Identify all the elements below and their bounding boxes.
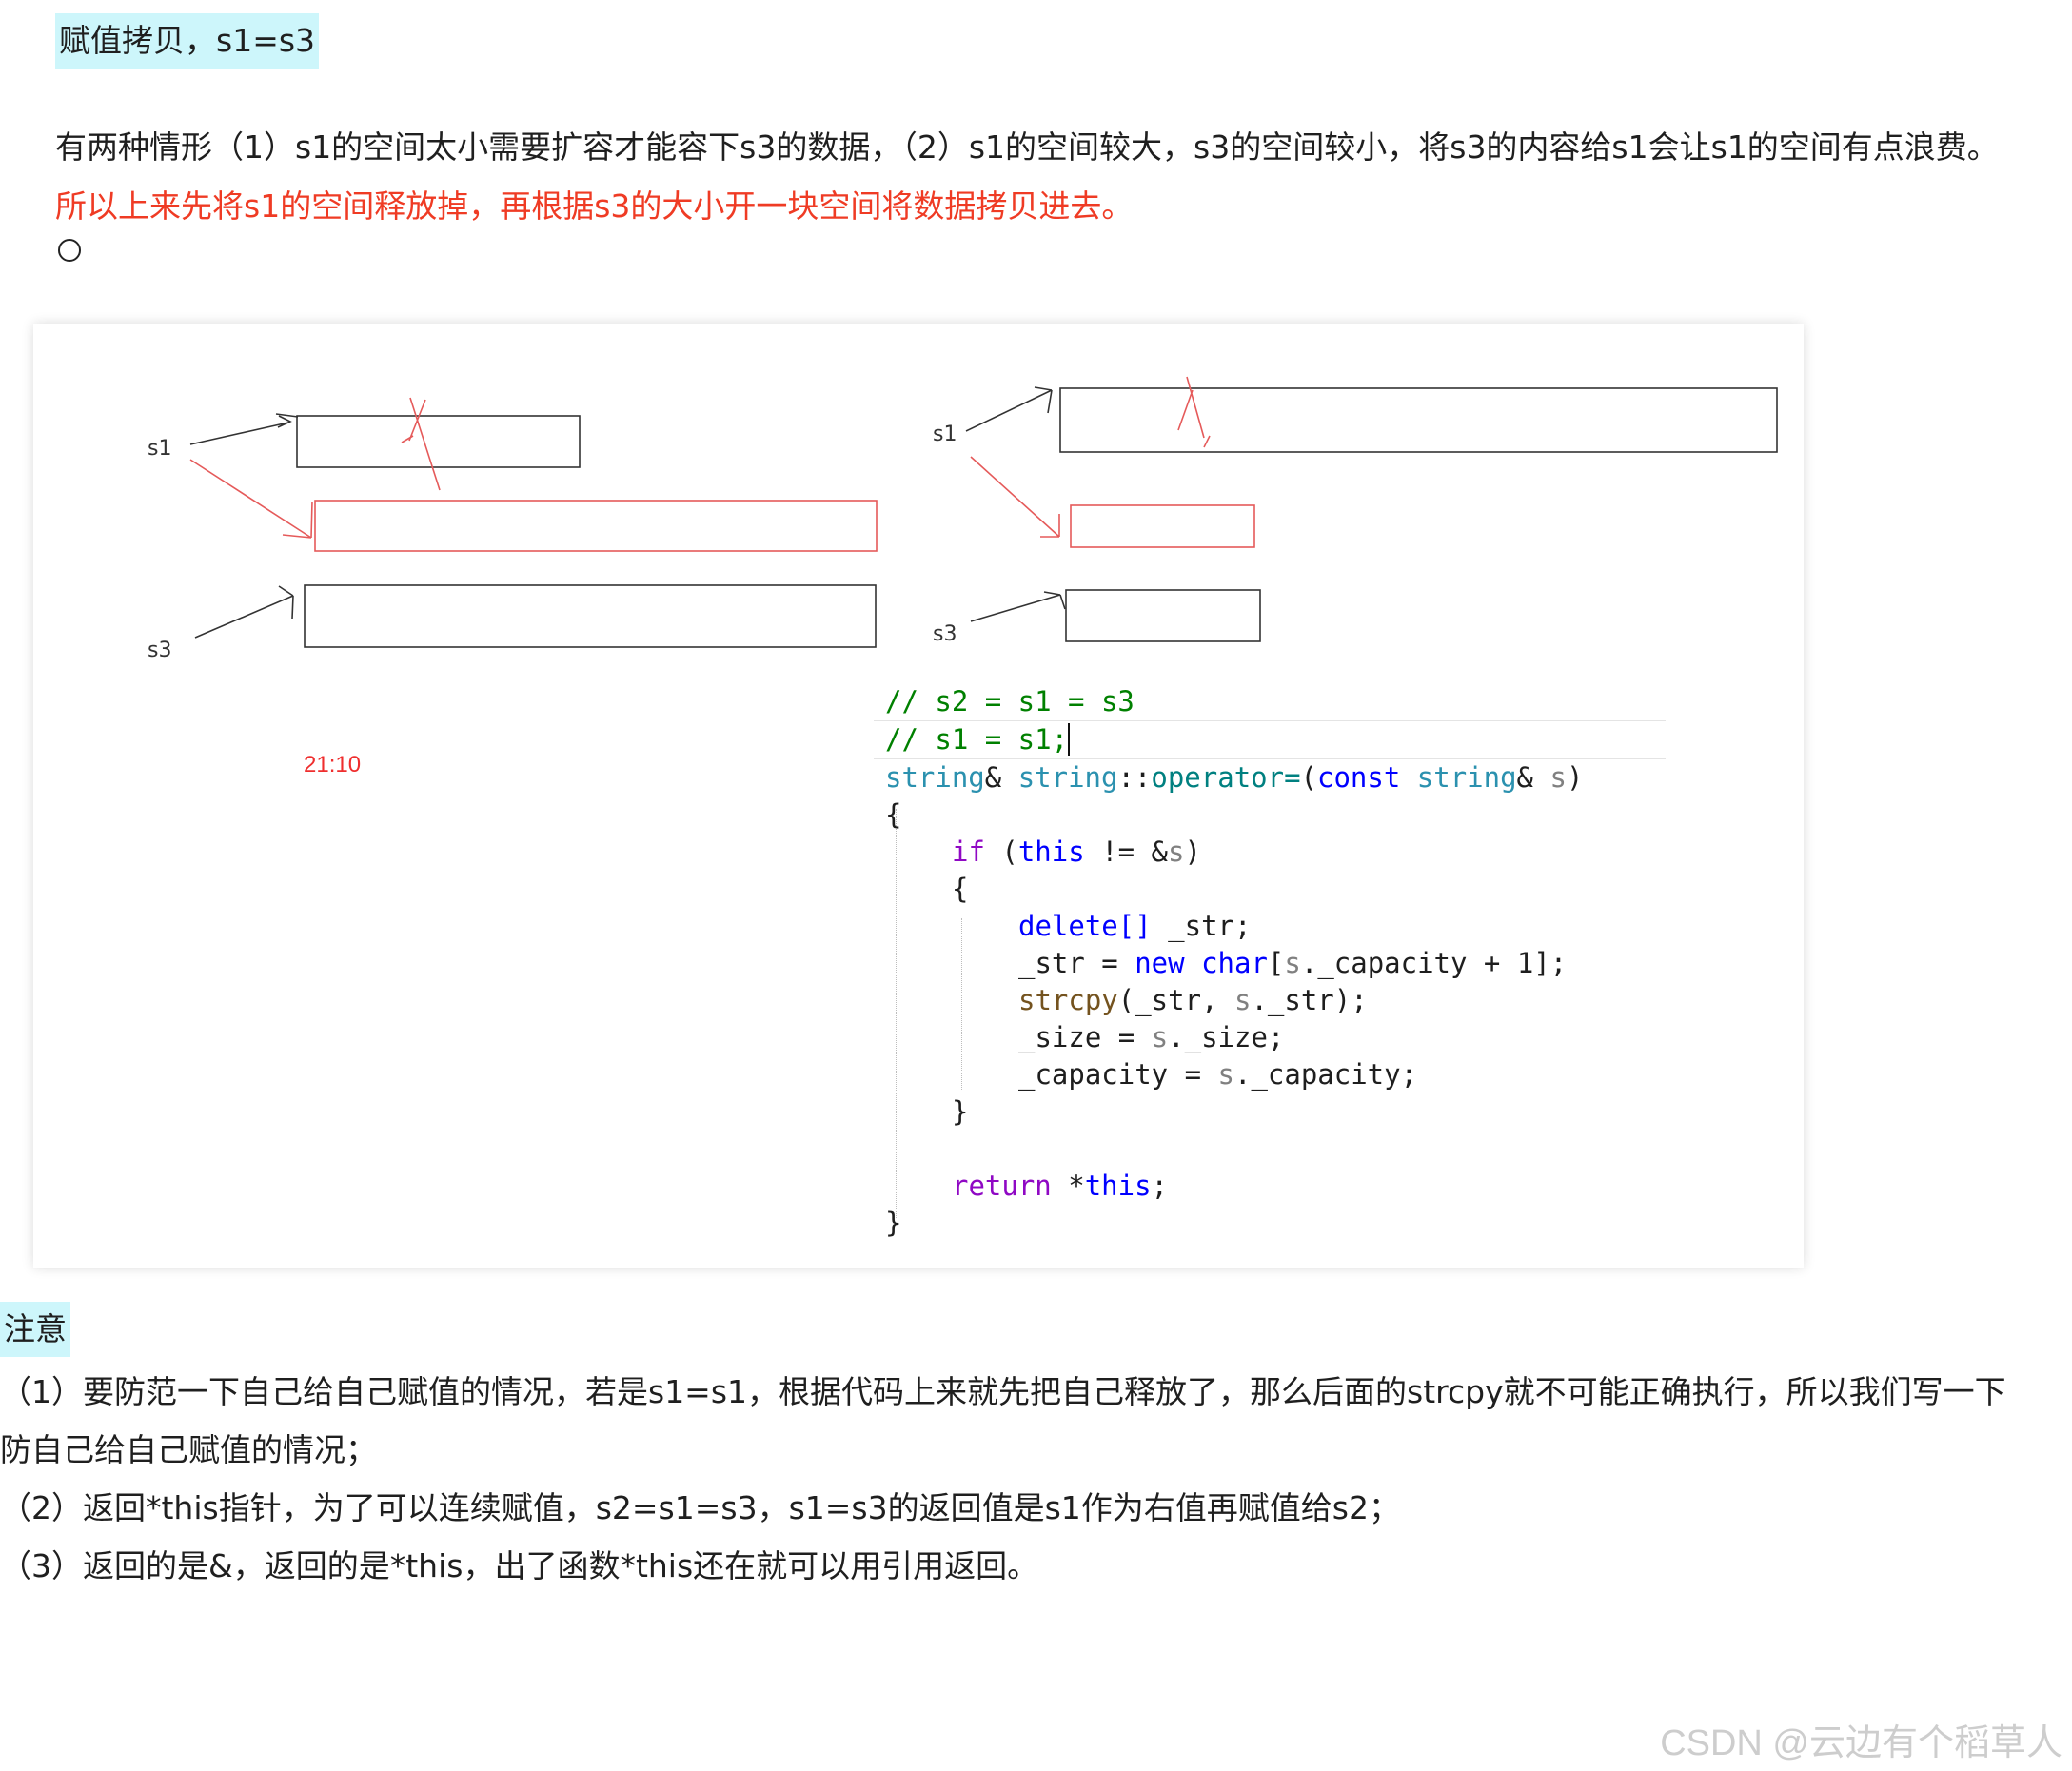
code-keyword: delete[] [1018, 910, 1152, 942]
code-punct: ._capacity; [1233, 1058, 1418, 1091]
code-punct [1400, 761, 1416, 794]
code-param: s [1217, 1058, 1234, 1091]
code-type: string [1017, 761, 1118, 794]
right-s1-new-buffer [1070, 504, 1255, 548]
code-punct: != & [1084, 836, 1168, 868]
code-line-comment-1: // s2 = s1 = s3 [885, 683, 1666, 720]
watermark: CSDN @云边有个稻草人 [1660, 1723, 2062, 1763]
code-keyword: this [1084, 1170, 1152, 1202]
indent-guide-outer [896, 809, 897, 1218]
code-comment: // s1 = s1; [885, 723, 1071, 756]
code-line-capacity: _capacity = s._capacity; [885, 1056, 1666, 1093]
code-function: strcpy [1018, 984, 1118, 1016]
code-line-new: _str = new char[s._capacity + 1]; [885, 945, 1666, 982]
code-line-brace-close: } [885, 1205, 1666, 1242]
code-punct: } [885, 1207, 902, 1239]
code-punct: _capacity = [1018, 1058, 1218, 1091]
right-s3-buffer [1065, 589, 1261, 642]
code-line-comment-2: // s1 = s1; [874, 720, 1666, 759]
left-s3-arrow [194, 585, 294, 639]
memory-diagram: s1 s3 s1 s3 [148, 376, 1778, 662]
code-punct: ( [984, 836, 1018, 868]
embedded-image-card: s1 s3 s1 s3 21:10 // s2 = s1 = s3 // s1 … [33, 324, 1804, 1268]
code-control: if [952, 836, 985, 868]
right-cross-mark [1177, 376, 1211, 448]
code-control: return [952, 1170, 1052, 1202]
code-punct: { [885, 798, 902, 831]
bullet-circle-icon [58, 239, 81, 262]
note-item-3: （3）返回的是&，返回的是*this，出了函数*this还在就可以用引用返回。 [0, 1547, 1039, 1584]
code-comment: // s2 = s1 = s3 [885, 685, 1135, 718]
code-punct: { [952, 873, 969, 905]
code-punct: & [984, 761, 1002, 794]
code-keyword: this [1017, 836, 1085, 868]
left-s1-label: s1 [148, 437, 171, 461]
right-s1-old-buffer [1059, 387, 1778, 453]
code-line-strcpy: strcpy(_str, s._str); [885, 982, 1666, 1019]
notes-heading: 注意 [0, 1302, 70, 1357]
left-s3-label: s3 [148, 639, 171, 662]
code-punct: [ [1267, 947, 1285, 979]
code-punct: ) [1566, 761, 1584, 794]
code-param: s [1284, 947, 1301, 979]
left-s1-old-arrow [189, 413, 299, 445]
code-param: s [1233, 984, 1252, 1016]
right-s3-label: s3 [933, 622, 957, 646]
video-timestamp: 21:10 [304, 752, 362, 777]
notes-list: （1）要防范一下自己给自己赋值的情况，若是s1=s1，根据代码上来就先把自己释放… [0, 1363, 2018, 1595]
code-keyword: new [1135, 947, 1185, 979]
code-punct: ; [1151, 1170, 1168, 1202]
code-line-size: _size = s._size; [885, 1019, 1666, 1056]
code-param: s [1168, 836, 1185, 868]
code-punct: _str = [1018, 947, 1135, 979]
code-keyword: char [1201, 947, 1268, 979]
left-cross-mark [401, 397, 441, 491]
left-s1-new-buffer [314, 500, 878, 552]
code-line-delete: delete[] _str; [885, 908, 1666, 945]
left-s3-buffer [304, 584, 877, 648]
right-s1-old-arrow [965, 386, 1053, 432]
code-param: s [1549, 761, 1567, 794]
code-punct: :: [1117, 761, 1152, 794]
right-s3-arrow [970, 591, 1066, 622]
code-line-signature: string& string::operator=(const string& … [885, 759, 1666, 797]
code-type: string [1416, 761, 1517, 794]
code-param: s [1151, 1021, 1169, 1053]
intro-red-text: 所以上来先将s1的空间释放掉，再根据s3的大小开一块空间将数据拷贝进去。 [55, 187, 1134, 225]
code-punct: ._size; [1168, 1021, 1285, 1053]
code-punct [1001, 761, 1017, 794]
code-punct: (_str, [1117, 984, 1234, 1016]
intro-text: 有两种情形（1）s1的空间太小需要扩容才能容下s3的数据，（2）s1的空间较大，… [55, 128, 1999, 166]
indent-guide-inner [961, 918, 962, 1090]
code-punct: & [1516, 761, 1550, 794]
code-type: string [885, 761, 985, 794]
code-block: // s2 = s1 = s3 // s1 = s1; string& stri… [874, 683, 1666, 1242]
code-keyword: const [1317, 761, 1401, 794]
left-s1-new-arrow [189, 459, 313, 539]
code-line-brace-open: { [885, 797, 1666, 834]
intro-paragraph: 有两种情形（1）s1的空间太小需要扩容才能容下s3的数据，（2）s1的空间较大，… [55, 118, 2016, 236]
code-punct: } [952, 1095, 969, 1128]
code-punct: ._str); [1251, 984, 1368, 1016]
code-punct: ._capacity + 1]; [1300, 947, 1568, 979]
code-punct: ( [1300, 761, 1317, 794]
note-item-2: （2）返回*this指针，为了可以连续赋值，s2=s1=s3，s1=s3的返回值… [0, 1489, 1400, 1526]
code-line-inner-close: } [885, 1093, 1666, 1131]
code-line-return: return *this; [885, 1168, 1666, 1205]
left-s1-old-buffer [296, 415, 581, 468]
code-line-inner-open: { [885, 871, 1666, 908]
code-punct: * [1051, 1170, 1085, 1202]
code-operator-name: operator= [1151, 761, 1301, 794]
code-line-blank [885, 1131, 1666, 1168]
right-s1-new-arrow [970, 456, 1060, 538]
code-punct: _str; [1151, 910, 1252, 942]
code-line-if: if (this != &s) [885, 834, 1666, 871]
code-punct [1185, 947, 1201, 979]
right-s1-label: s1 [933, 423, 957, 446]
section-title: 赋值拷贝，s1=s3 [55, 13, 320, 69]
note-item-1: （1）要防范一下自己给自己赋值的情况，若是s1=s1，根据代码上来就先把自己释放… [0, 1373, 2006, 1468]
code-punct: _size = [1018, 1021, 1152, 1053]
code-punct: ) [1184, 836, 1201, 868]
